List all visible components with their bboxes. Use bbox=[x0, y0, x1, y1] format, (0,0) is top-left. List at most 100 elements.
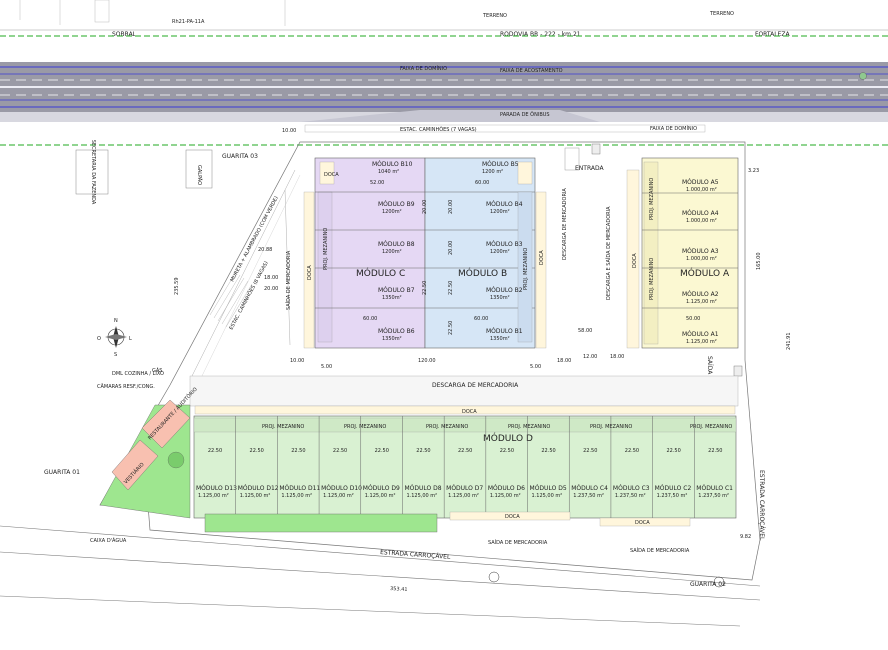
doca-label: DOCA bbox=[307, 265, 313, 280]
module-name: MÓDULO B1 bbox=[486, 328, 523, 335]
dim-label: 58.00 bbox=[578, 328, 592, 334]
dml-label: DML COZINHA / LIXO bbox=[112, 371, 164, 377]
block-b: PROJ. MEZANINO MÓDULO B bbox=[424, 157, 536, 349]
module-name: MÓDULO B6 bbox=[378, 328, 415, 335]
saida-mercadoria-label: SAÍDA DE MERCADORIA bbox=[630, 547, 690, 554]
camaras-label: CÂMARAS RESF./CONG. bbox=[97, 383, 155, 390]
gas-label: GÁS bbox=[152, 367, 162, 374]
descarga-label: DESCARGA DE MERCADORIA bbox=[432, 382, 519, 389]
module-area: 1.125,00 m² bbox=[323, 493, 354, 499]
module-area: 1.237,50 m² bbox=[573, 493, 604, 499]
dim-label: 22.50 bbox=[541, 448, 555, 454]
dim-label: 22.50 bbox=[291, 448, 305, 454]
marker-icon bbox=[713, 576, 725, 588]
module-area: 1.237,50 m² bbox=[615, 493, 646, 499]
dim-label: 20.00 bbox=[448, 241, 454, 255]
dim-label: 20.00 bbox=[422, 200, 428, 214]
guarita-03-label: GUARITA 03 bbox=[222, 153, 258, 160]
module-area: 1.125,00 m² bbox=[686, 299, 717, 305]
module-area: 1.125,00 m² bbox=[198, 493, 229, 499]
dim-label: 20.88 bbox=[258, 247, 272, 253]
diagonal-parking: MURETA + ALAMBRADO (COM VERDE) ESTAC. CA… bbox=[174, 169, 301, 381]
module-area: 1040 m² bbox=[378, 169, 399, 175]
dim-label: 10.00 bbox=[290, 358, 304, 364]
dim-label: 52.00 bbox=[370, 180, 384, 186]
descarga-zone: DESCARGA DE MERCADORIA DOCA bbox=[189, 375, 739, 415]
dim-label: 3.23 bbox=[748, 168, 759, 174]
muro-label: MURETA + ALAMBRADO (COM VERDE) bbox=[229, 195, 279, 283]
dim-label: 22.50 bbox=[708, 448, 722, 454]
module-area: 1.125,00 m² bbox=[490, 493, 521, 499]
proj-mezanino-d: PROJ. MEZANINO bbox=[508, 424, 550, 430]
dim-label: 60.00 bbox=[475, 180, 489, 186]
dim-label: 50.00 bbox=[686, 316, 700, 322]
dim-label: 165.00 bbox=[756, 253, 762, 271]
compass-l: L bbox=[129, 336, 132, 342]
fortaleza-label: FORTALEZA bbox=[755, 31, 790, 38]
module-area: 1.000,00 m² bbox=[686, 256, 717, 262]
module-name: MÓDULO D11 bbox=[279, 485, 320, 492]
modulo-d-label: MÓDULO D bbox=[483, 432, 533, 444]
proj-mezanino-d: PROJ. MEZANINO bbox=[690, 424, 732, 430]
proj-mezanino-d: PROJ. MEZANINO bbox=[426, 424, 468, 430]
proj-mezanino-a2: PROJ. MEZANINO bbox=[649, 258, 655, 300]
module-name: MÓDULO C2 bbox=[655, 485, 692, 492]
doca-label: DOCA bbox=[462, 409, 477, 415]
tree-icon bbox=[167, 451, 185, 469]
compass-s: S bbox=[114, 352, 117, 358]
module-name: MÓDULO D6 bbox=[488, 485, 525, 492]
proj-mezanino-d: PROJ. MEZANINO bbox=[590, 424, 632, 430]
estrada-right-label: ESTRADA CARROÇÁVEL bbox=[758, 470, 765, 541]
doca-label: DOCA bbox=[539, 250, 545, 265]
module-area: 1200 m² bbox=[482, 169, 503, 175]
dim-label: 22.50 bbox=[448, 281, 454, 295]
dim-label: 22.50 bbox=[250, 448, 264, 454]
bus-stop-label: PARADA DE ÔNIBUS bbox=[500, 111, 550, 118]
block-a: PROJ. MEZANINO PROJ. MEZANINO DOCA DESCA… bbox=[605, 157, 762, 349]
dim-label: 22.50 bbox=[625, 448, 639, 454]
module-name: MÓDULO C3 bbox=[613, 485, 650, 492]
module-area: 1.125,00 m² bbox=[532, 493, 563, 499]
gate-icon bbox=[733, 365, 743, 377]
module-name: MÓDULO D5 bbox=[530, 485, 567, 492]
module-area: 1.000,00 m² bbox=[686, 218, 717, 224]
dim-label: 20.00 bbox=[264, 286, 278, 292]
dim-label: 5.00 bbox=[321, 364, 332, 370]
galpao-building: GALPÃO bbox=[185, 149, 213, 189]
dim-label: 22.50 bbox=[416, 448, 430, 454]
dim-label: 22.50 bbox=[208, 448, 222, 454]
terreno-right-label: TERRENO bbox=[709, 11, 734, 17]
module-area: 1350m² bbox=[382, 295, 402, 301]
module-name: MÓDULO A4 bbox=[682, 210, 719, 217]
left-facilities: RESTAURANTE / AUDITÓRIO VESTIÁRIO DML CO… bbox=[44, 367, 199, 544]
proj-mezanino-b: PROJ. MEZANINO bbox=[523, 248, 529, 290]
saida-vertical-label: SAÍDA DE MERCADORIA bbox=[285, 250, 292, 310]
rodovia-label: RODOVIA BR - 222 - km 21 bbox=[500, 31, 581, 38]
road-names: SOBRAL RODOVIA BR - 222 - km 21 FORTALEZ… bbox=[112, 31, 790, 38]
dim-label: 18.00 bbox=[610, 354, 624, 360]
top-terrain: TERRENO TERRENO Rh21-PA-11A bbox=[0, 0, 888, 31]
module-area: 1.237,50 m² bbox=[657, 493, 688, 499]
module-name: MÓDULO D13 bbox=[196, 485, 237, 492]
module-name: MÓDULO D9 bbox=[363, 485, 400, 492]
proj-mezanino-d: PROJ. MEZANINO bbox=[344, 424, 386, 430]
proj-mezanino-a: PROJ. MEZANINO bbox=[649, 178, 655, 220]
module-name: MÓDULO B7 bbox=[378, 287, 415, 294]
module-area: 1.237,50 m² bbox=[698, 493, 729, 499]
estrada-bottom-label: ESTRADA CARROÇÁVEL bbox=[380, 549, 451, 561]
module-name: MÓDULO B3 bbox=[486, 241, 523, 248]
bottom-road: ESTRADA CARROÇÁVEL 353.41 GUARITA 02 EST… bbox=[0, 470, 765, 627]
modulo-c-label: MÓDULO C bbox=[356, 267, 405, 279]
dim-label: 22.50 bbox=[458, 448, 472, 454]
module-area: 1.125,00 m² bbox=[365, 493, 396, 499]
descarga-saida-label: DESCARGA E SAÍDA DE MERCADORIA bbox=[605, 206, 612, 300]
block-b-modules: MÓDULO B5 1200 m² MÓDULO B4 1200m² MÓDUL… bbox=[482, 161, 523, 342]
module-name: MÓDULO C4 bbox=[571, 485, 608, 492]
module-name: MÓDULO B9 bbox=[378, 201, 415, 208]
secretaria-building: SECRETARIA DA FAZENDA bbox=[75, 140, 109, 205]
green-strip bbox=[204, 513, 438, 533]
module-area: 1350m² bbox=[490, 336, 510, 342]
faixa-label: FAIXA DE DOMÍNIO bbox=[650, 125, 697, 132]
module-name: MÓDULO B10 bbox=[372, 161, 413, 168]
module-area: 1.125,00 m² bbox=[686, 339, 717, 345]
